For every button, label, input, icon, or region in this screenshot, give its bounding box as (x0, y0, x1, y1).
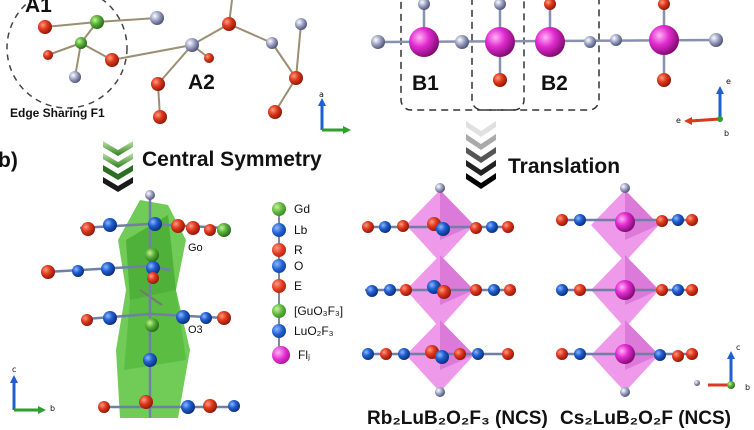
axis-label-e-top: e (726, 77, 731, 86)
b2-dashed-box (471, 0, 600, 111)
legend-item-luo2f3: LuO₂F₃ (272, 321, 334, 341)
axes-top-right (684, 86, 724, 125)
legend-item-guo3f3: [GuO₃F₃] (272, 301, 343, 321)
legend-label: [GuO₃F₃] (294, 304, 344, 318)
axes-bottom-left (10, 375, 46, 414)
legend-item-fl: Flⱼ (272, 345, 310, 365)
cluster-b (371, 0, 723, 111)
legend-swatch (272, 202, 286, 216)
axis-label-b-left: b (50, 404, 56, 413)
title-central-symmetry: Central Symmetry (142, 148, 322, 171)
legend-item-lb: Lb (272, 220, 307, 240)
caption-cs-compound: Cs₂LuB₂O₂F (NCS) (560, 408, 731, 429)
label-o3: O3 (188, 324, 203, 336)
caption-edge-sharing: Edge Sharing F1 (10, 106, 105, 120)
legend-item-gd: Gd (272, 199, 310, 219)
b1-dashed-box (400, 0, 525, 111)
legend-item-r: R (272, 240, 303, 260)
legend-swatch (272, 324, 286, 338)
axis-label-c-right: c (736, 343, 741, 352)
axis-label-e-side: e (676, 116, 681, 125)
axes-top-left (318, 98, 351, 134)
legend-label: Lb (294, 223, 308, 237)
legend-label: Flⱼ (298, 348, 311, 362)
legend-swatch (272, 223, 286, 237)
legend-item-o: O (272, 256, 303, 276)
magenta-column-right (556, 183, 698, 397)
legend-swatch (272, 259, 286, 273)
legend-swatch (272, 243, 286, 257)
cluster-a (6, 0, 307, 124)
legend-swatch (272, 346, 290, 364)
legend-swatch (272, 279, 286, 293)
legend-swatch (272, 304, 286, 318)
label-b2: B2 (541, 72, 568, 95)
label-a1: A1 (25, 0, 52, 17)
legend-label: E (294, 279, 303, 293)
axis-label-b-right: b (745, 383, 751, 392)
axis-label-c-left: c (12, 365, 17, 374)
legend-label: Gd (294, 202, 311, 216)
legend-label: O (294, 259, 304, 273)
label-b1: B1 (412, 72, 439, 95)
caption-rb-compound: Rb₂LuB₂O₂F₃ (NCS) (367, 408, 548, 429)
axes-bottom-right (694, 351, 735, 389)
panel-letter-b: b) (0, 149, 18, 172)
left-chain-balls (41, 190, 240, 414)
a1-dashed-circle (6, 0, 128, 109)
title-translation: Translation (508, 155, 621, 178)
legend-label: LuO₂F₃ (294, 324, 334, 338)
axis-label-a: a (319, 90, 324, 99)
chevrons-black (466, 121, 496, 189)
axis-label-b-top: b (724, 129, 730, 138)
label-a2: A2 (188, 71, 215, 94)
label-go: Go (188, 242, 203, 254)
legend-label: R (294, 243, 303, 257)
legend-item-e: E (272, 276, 302, 296)
chevrons-green (103, 141, 133, 192)
magenta-column-left (362, 183, 516, 397)
